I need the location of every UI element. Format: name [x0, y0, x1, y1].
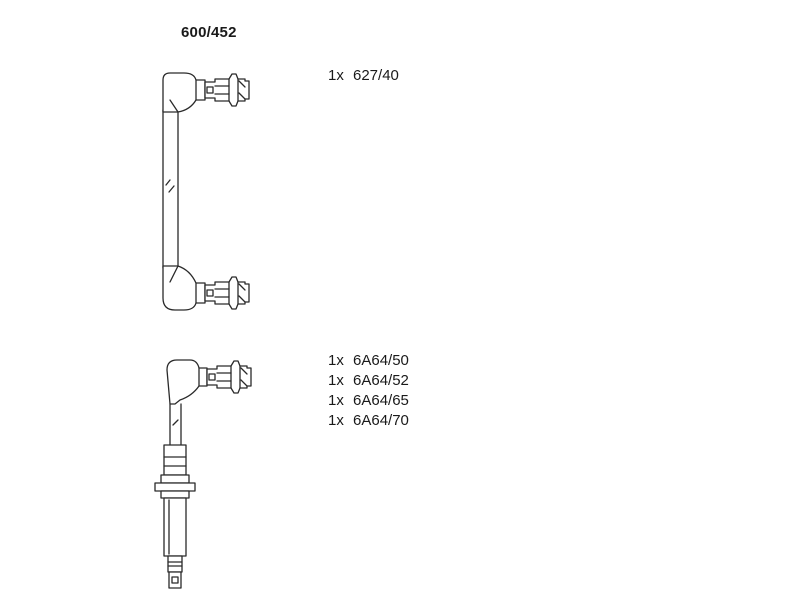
part-quantity: 1x: [328, 392, 344, 409]
ignition-lead-6a64: [154, 359, 252, 589]
part-row: 1x 6A64/50: [328, 351, 409, 371]
part-quantity: 1x: [328, 352, 344, 369]
parts-list-group-2: 1x 6A64/50 1x 6A64/52 1x 6A64/65 1x 6A64…: [328, 351, 409, 431]
part-quantity: 1x: [328, 372, 344, 389]
part-quantity: 1x: [328, 67, 344, 84]
part-code: 6A64/70: [353, 412, 409, 429]
kit-number: 600/452: [181, 24, 237, 41]
part-quantity: 1x: [328, 412, 344, 429]
part-row: 1x 627/40: [328, 66, 399, 86]
part-code: 6A64/50: [353, 352, 409, 369]
part-row: 1x 6A64/65: [328, 391, 409, 411]
part-code: 6A64/65: [353, 392, 409, 409]
part-row: 1x 6A64/52: [328, 371, 409, 391]
parts-list-group-1: 1x 627/40: [328, 66, 399, 86]
ignition-lead-627-40: [162, 72, 250, 311]
part-row: 1x 6A64/70: [328, 411, 409, 431]
part-code: 6A64/52: [353, 372, 409, 389]
part-code: 627/40: [353, 67, 399, 84]
